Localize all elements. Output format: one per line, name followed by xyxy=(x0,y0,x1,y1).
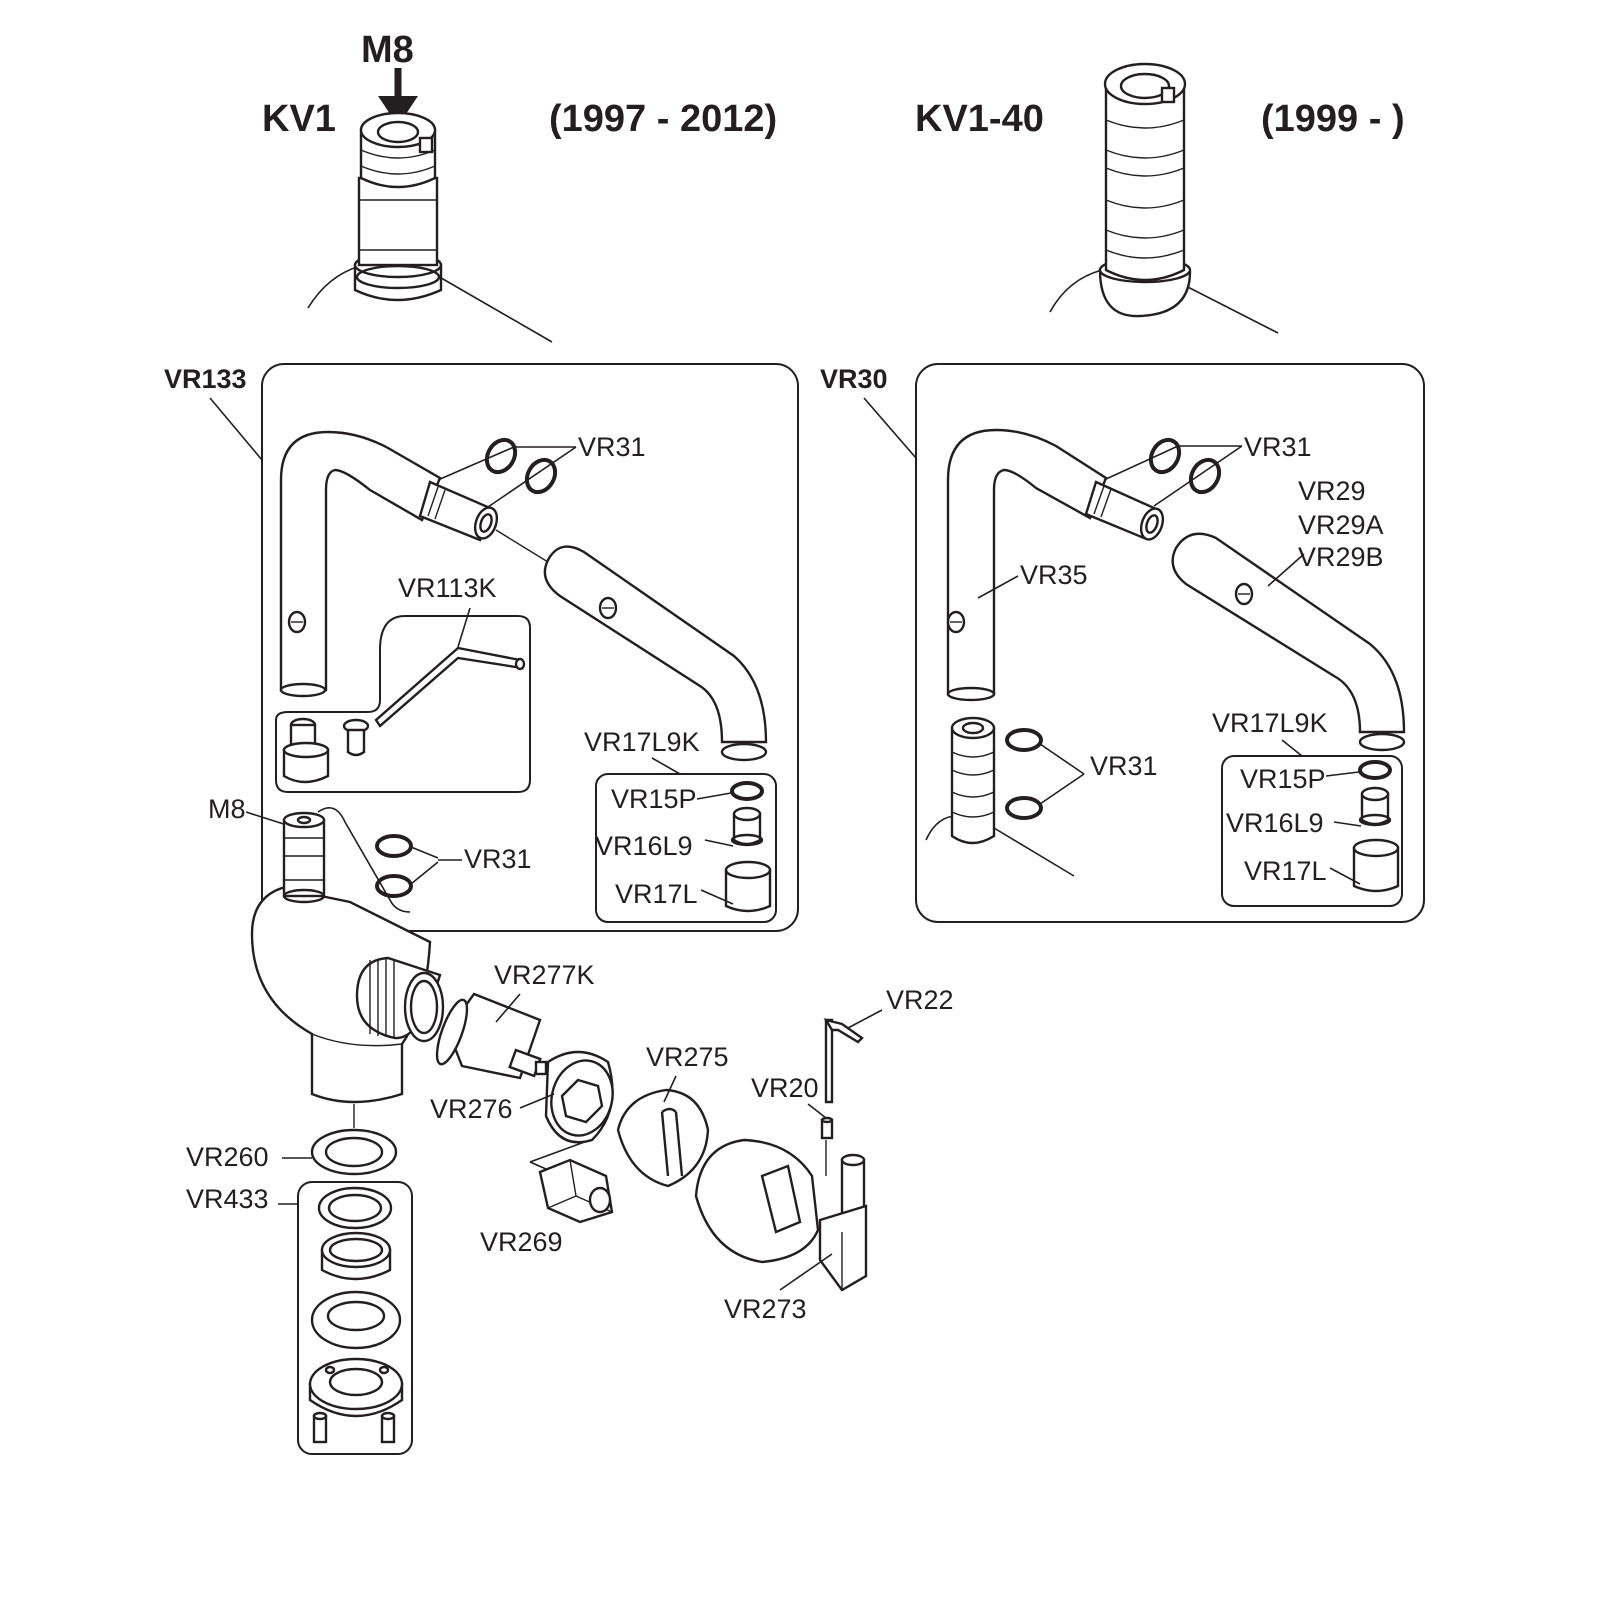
cartridge-kit-label: VR277K xyxy=(494,960,595,990)
kv140-connector-drawing xyxy=(1049,62,1279,334)
vr133-kit-outline xyxy=(261,363,799,932)
vr133-aerator-kit-outline xyxy=(595,773,777,923)
mounting-kit-outline xyxy=(297,1181,413,1455)
hex-adapter-label: VR269 xyxy=(480,1227,563,1257)
nut-drawing xyxy=(544,1050,614,1144)
body-rings-label: VR31 xyxy=(464,844,532,874)
nut-label: VR276 xyxy=(430,1094,513,1124)
vr30-upper-spout-label: VR35 xyxy=(1020,560,1088,590)
vr133-small-insert-drawing xyxy=(282,717,370,784)
gasket-drawing xyxy=(310,1128,398,1176)
vr30-aerator-sleeve-drawing xyxy=(1352,838,1400,893)
vr30-washer-label: VR15P xyxy=(1240,764,1326,794)
vr30-kit-label: VR30 xyxy=(820,364,888,394)
screw-label: VR20 xyxy=(751,1073,819,1103)
mounting-kit-drawing xyxy=(308,1186,404,1444)
allen-key-label: VR22 xyxy=(886,985,954,1015)
hex-key-icon xyxy=(374,646,526,728)
cover-drawing xyxy=(616,1088,710,1188)
allen-key-icon xyxy=(823,1018,864,1104)
vr113k-kit-label: VR113K xyxy=(398,573,497,603)
body-thread-label: M8 xyxy=(208,794,246,824)
vr133-upper-spout xyxy=(279,430,499,698)
vr30-aerator-label: VR16L9 xyxy=(1226,808,1324,838)
vr133-aerator-drawing xyxy=(730,806,764,847)
vr30-aerator-kit-label: VR17L9K xyxy=(1212,708,1328,738)
gasket-label: VR260 xyxy=(186,1142,269,1172)
kv140-model-label: KV1-40 xyxy=(915,98,1044,140)
vr30-lower-spout xyxy=(1171,532,1406,752)
vr30-lower-rings-label: VR31 xyxy=(1090,751,1158,781)
vr133-aerator-kit-label: VR17L9K xyxy=(584,727,700,757)
vr133-kit-label: VR133 xyxy=(164,364,247,394)
kv1-years-label: (1997 - 2012) xyxy=(549,98,777,140)
vr133-spout-rings-label: VR31 xyxy=(578,432,646,462)
kv1-thread-label: M8 xyxy=(361,29,414,71)
vr30-aerator-kit-outline xyxy=(1221,755,1403,907)
mixer-body-drawing xyxy=(250,811,445,1104)
vr30-aerator-drawing xyxy=(1358,786,1392,827)
vr133-aerator-sleeve-drawing xyxy=(724,860,772,913)
kv140-years-label: (1999 - ) xyxy=(1261,98,1405,140)
vr30-spout-option-3: VR29B xyxy=(1298,542,1384,572)
vr30-spout-option-1: VR29 xyxy=(1298,476,1366,506)
kv1-model-label: KV1 xyxy=(262,98,336,140)
handle-label: VR273 xyxy=(724,1294,807,1324)
cartridge-drawing xyxy=(435,992,548,1080)
vr133-washer-label: VR15P xyxy=(611,784,697,814)
vr30-spout-option-2: VR29A xyxy=(1298,510,1384,540)
vr30-sleeve-label: VR17L xyxy=(1244,856,1327,886)
vr30-spout-rings-label: VR31 xyxy=(1244,432,1312,462)
cover-label: VR275 xyxy=(646,1042,729,1072)
vr113k-kit-outline xyxy=(275,615,531,793)
mounting-kit-label: VR433 xyxy=(186,1184,269,1214)
hex-adapter-drawing xyxy=(538,1158,614,1224)
vr30-upper-spout xyxy=(946,428,1165,702)
vr30-kit-outline xyxy=(915,363,1425,923)
vr133-aerator-label: VR16L9 xyxy=(595,831,693,861)
thread-arrow-icon xyxy=(378,68,418,126)
vr133-sleeve-label: VR17L xyxy=(615,879,698,909)
vr30-lower-connector-drawing xyxy=(925,716,1075,877)
kv1-connector-drawing xyxy=(307,111,553,343)
handle-drawing xyxy=(694,1138,868,1292)
vr133-lower-spout xyxy=(543,545,768,762)
screw-drawing xyxy=(820,1116,834,1140)
